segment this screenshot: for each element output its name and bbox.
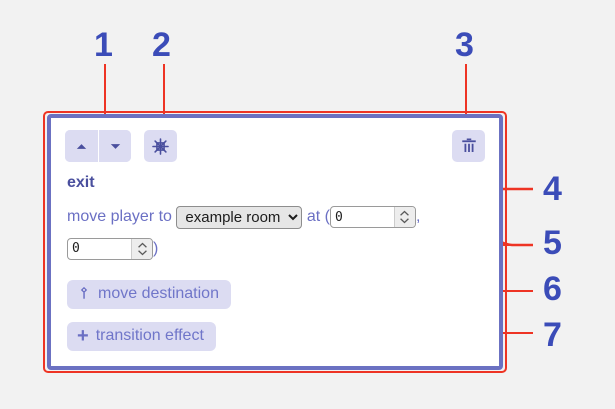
y-coordinate-stepper[interactable] — [67, 237, 153, 260]
coordinate-separator: , — [415, 208, 421, 225]
callout-number-4: 4 — [543, 170, 562, 208]
statement-prefix-label: move player to — [67, 208, 172, 225]
chevron-up-icon — [137, 242, 147, 248]
callout-number-5: 5 — [543, 224, 562, 262]
chevron-down-icon — [400, 218, 410, 224]
callout-number-2: 2 — [152, 26, 171, 64]
close-paren-label: ) — [153, 240, 159, 257]
leader-line-2 — [163, 64, 165, 132]
plus-icon: + — [77, 325, 89, 347]
leader-line-3 — [465, 64, 467, 132]
statement-row-1: move player to example room at ( , — [67, 204, 489, 230]
transition-effect-button[interactable]: + transition effect — [67, 322, 216, 351]
move-destination-label: move destination — [98, 285, 219, 302]
x-stepper-arrows[interactable] — [393, 207, 415, 227]
panel-toolbar — [65, 130, 485, 164]
move-destination-button[interactable]: move destination — [67, 280, 231, 309]
at-label: at ( — [306, 208, 330, 225]
chevron-down-icon — [137, 250, 147, 256]
snowflake-icon — [152, 137, 169, 155]
chevron-up-icon — [400, 210, 410, 216]
x-coordinate-stepper[interactable] — [329, 206, 416, 228]
map-pin-icon — [80, 286, 88, 299]
transition-effect-label: transition effect — [95, 327, 204, 344]
leader-line-1 — [104, 64, 106, 132]
y-coordinate-input[interactable] — [68, 241, 131, 257]
freeze-button[interactable] — [144, 130, 177, 162]
page-title: exit — [67, 174, 95, 191]
y-stepper-arrows[interactable] — [131, 238, 152, 259]
delete-button[interactable] — [452, 130, 485, 162]
callout-number-3: 3 — [455, 26, 474, 64]
triangle-up-icon — [76, 143, 87, 149]
exit-editor-panel: exit move player to example room at ( , … — [47, 114, 503, 370]
move-down-button[interactable] — [98, 130, 131, 162]
x-coordinate-input[interactable] — [330, 209, 394, 225]
reorder-button-group — [65, 130, 131, 162]
room-select[interactable]: example room — [176, 205, 303, 229]
move-up-button[interactable] — [65, 130, 98, 162]
statement-row-2: ) — [67, 236, 158, 262]
triangle-down-icon — [110, 143, 120, 149]
callout-number-1: 1 — [94, 26, 113, 64]
trash-icon — [461, 138, 476, 152]
callout-number-6: 6 — [543, 270, 562, 308]
callout-number-7: 7 — [543, 316, 562, 354]
